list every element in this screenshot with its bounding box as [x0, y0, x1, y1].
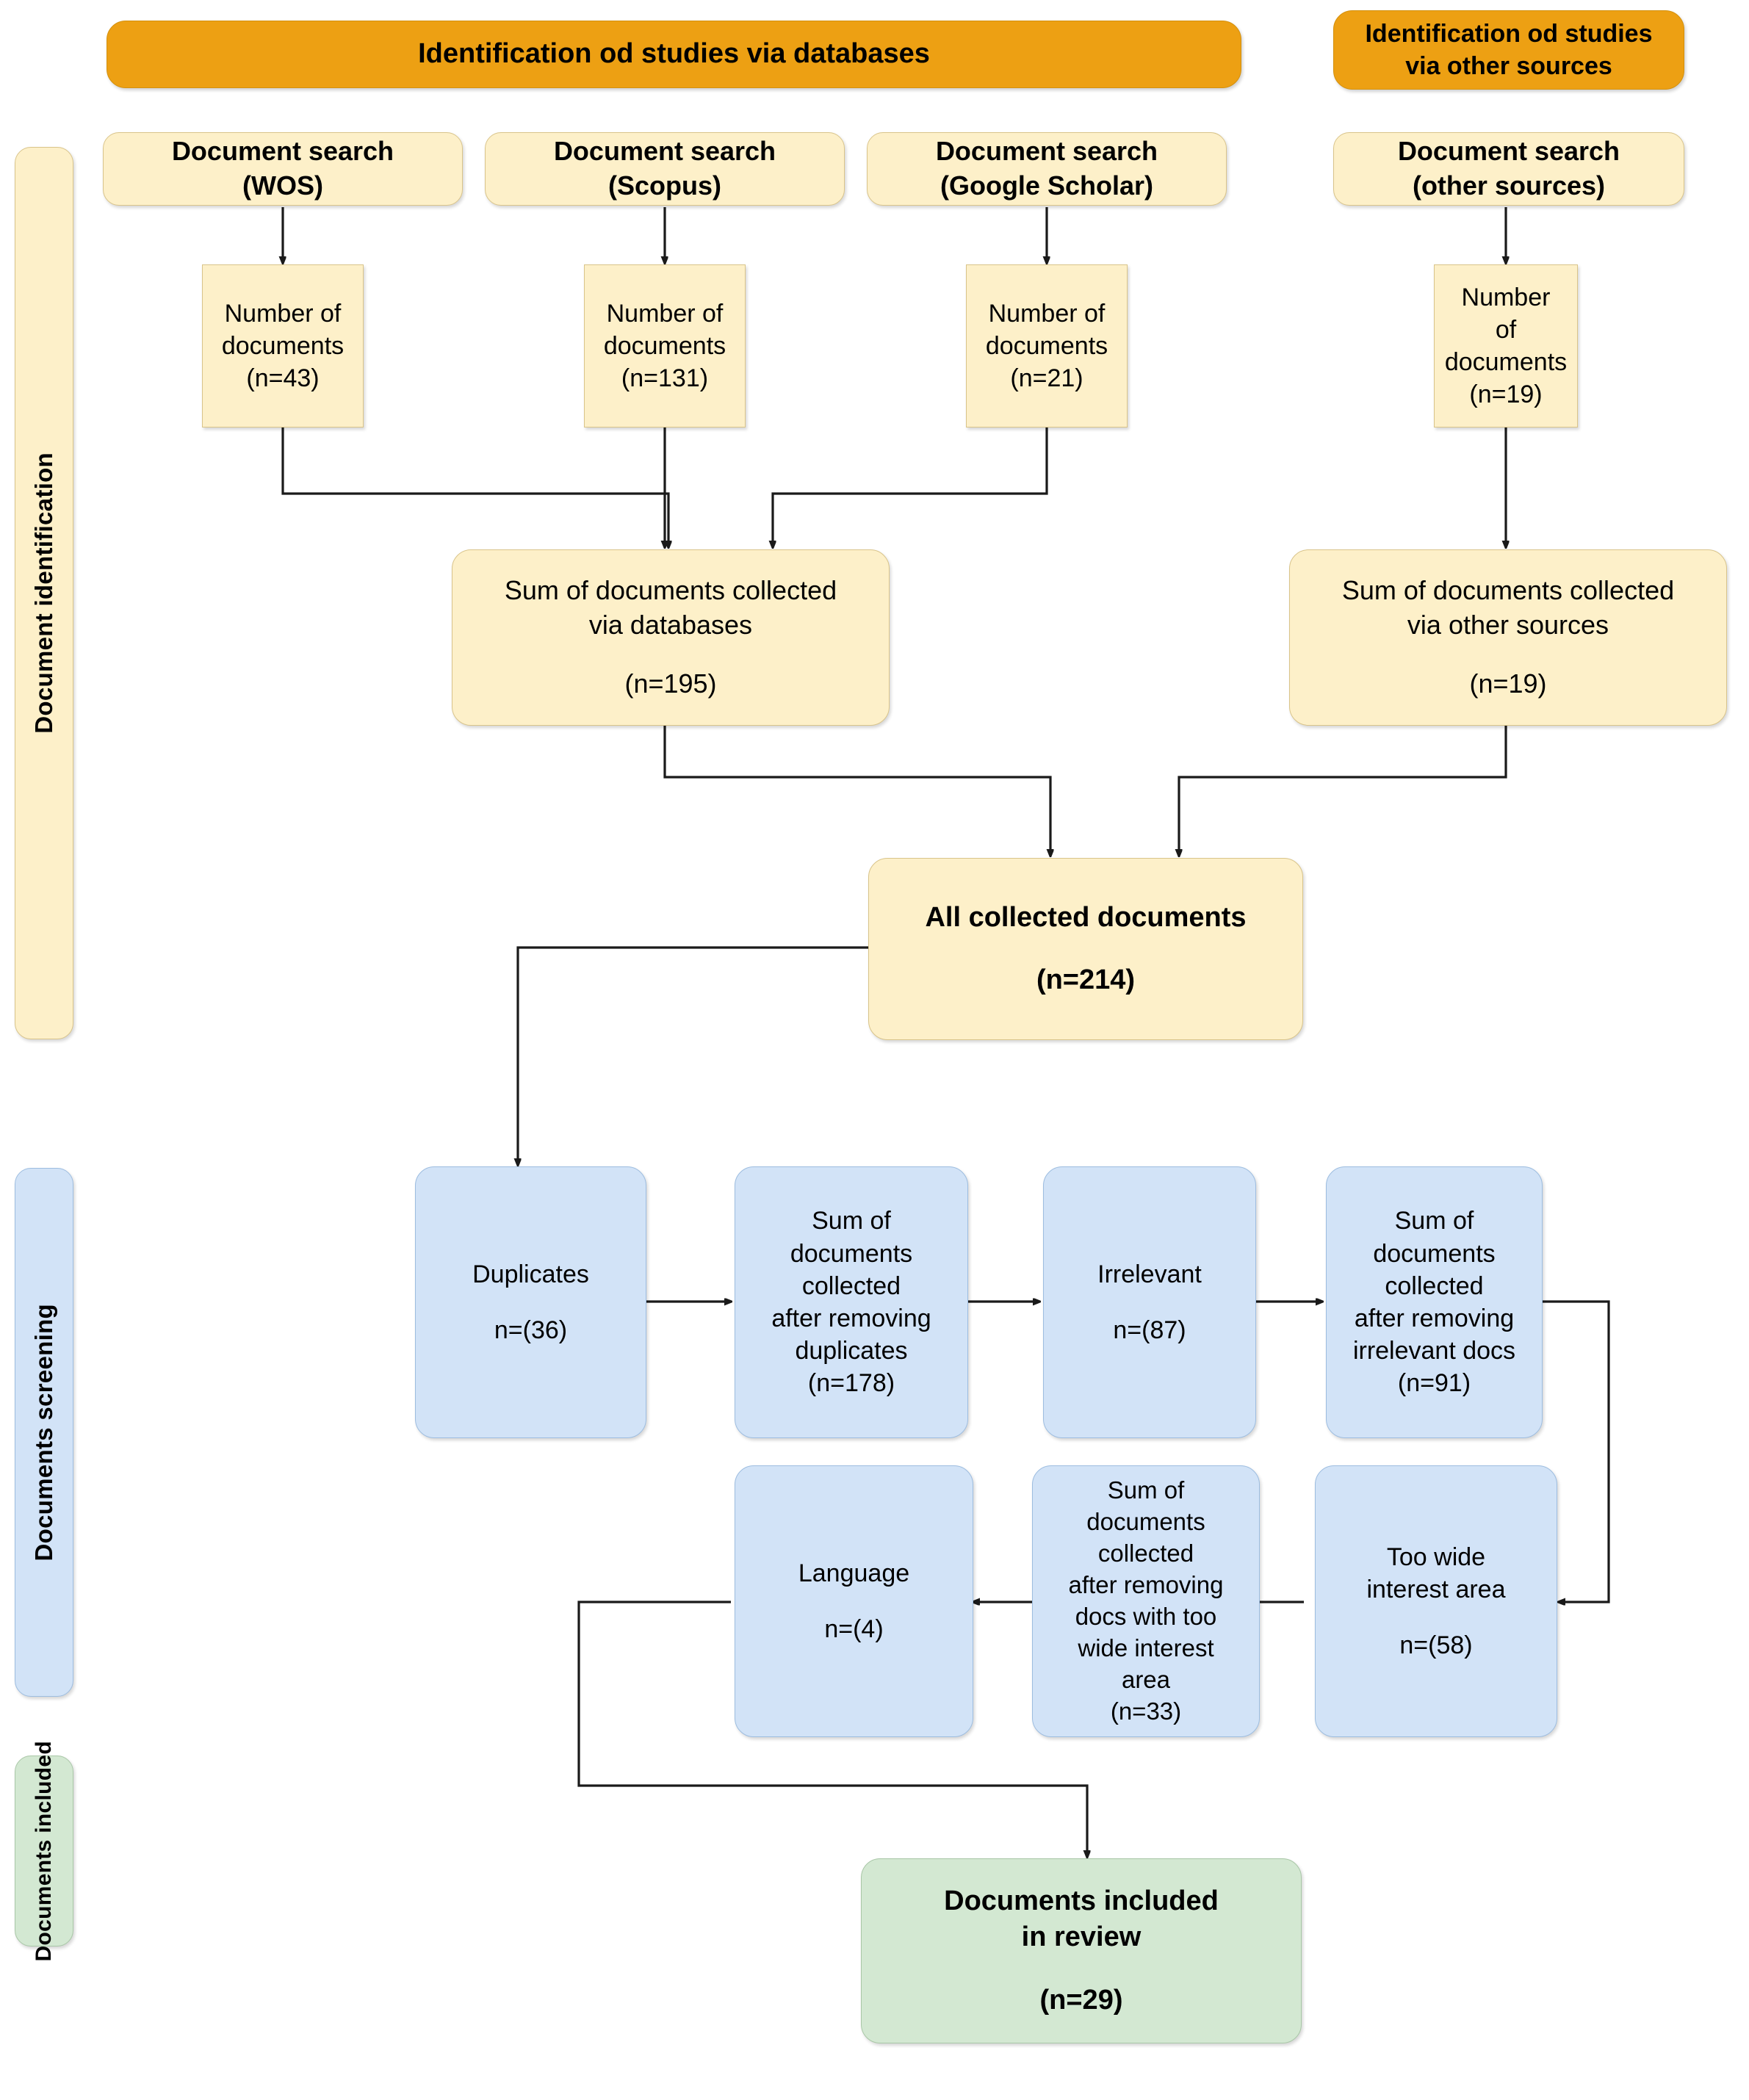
source-box-other-sources: Document search (other sources) [1333, 132, 1684, 206]
count-box-other-sources: Number of documents (n=19) [1434, 264, 1578, 427]
screening-label-duplicates: Duplicates [472, 1260, 589, 1288]
banner-identification-other-sources: Identification od studies via other sour… [1333, 10, 1684, 90]
source-label-google-scholar: Document search (Google Scholar) [935, 136, 1158, 201]
screening-count-after-irrelevant: (n=91) [1397, 1369, 1471, 1398]
screening-box-language: Language n=(4) [735, 1465, 973, 1737]
sum-box-databases: Sum of documents collected via databases… [452, 549, 890, 726]
sum-count-databases: (n=195) [624, 668, 717, 699]
source-box-scopus: Document search (Scopus) [485, 132, 845, 206]
screening-count-after-too-wide: (n=33) [1110, 1697, 1182, 1725]
banner-databases-label: Identification od studies via databases [418, 38, 930, 70]
screening-count-too-wide-interest-area: n=(58) [1399, 1631, 1473, 1660]
stage-label-included: Documents included [15, 1741, 73, 1961]
stage-label-screening-text: Documents screening [30, 1303, 57, 1562]
count-box-scopus: Number of documents (n=131) [584, 264, 746, 427]
all-collected-documents-label: All collected documents [925, 901, 1247, 933]
documents-included-box: Documents included in review (n=29) [861, 1858, 1302, 2043]
source-box-wos: Document search (WOS) [103, 132, 463, 206]
screening-count-language: n=(4) [824, 1615, 884, 1644]
stage-label-identification-text: Document identification [30, 452, 57, 734]
screening-label-after-duplicates: Sum of documents collected after removin… [771, 1207, 931, 1365]
screening-label-language: Language [798, 1559, 910, 1587]
source-label-other-sources: Document search (other sources) [1397, 136, 1620, 201]
screening-label-too-wide-interest-area: Too wide interest area [1366, 1542, 1506, 1603]
screening-count-irrelevant: n=(87) [1113, 1316, 1186, 1345]
arrow-all-to-duplicates [518, 946, 868, 1165]
screening-count-duplicates: n=(36) [494, 1316, 568, 1345]
screening-box-duplicates: Duplicates n=(36) [415, 1166, 646, 1438]
screening-count-after-duplicates: (n=178) [807, 1369, 895, 1398]
count-box-wos: Number of documents (n=43) [202, 264, 364, 427]
banner-identification-databases: Identification od studies via databases [107, 21, 1241, 88]
sum-label-other-sources: Sum of documents collected via other sou… [1341, 574, 1675, 640]
stage-label-identification: Document identification [15, 147, 73, 1039]
count-box-google-scholar: Number of documents (n=21) [966, 264, 1128, 427]
source-label-scopus: Document search (Scopus) [553, 136, 776, 201]
stage-label-included-text: Documents included [32, 1740, 56, 1962]
screening-label-after-irrelevant: Sum of documents collected after removin… [1352, 1207, 1516, 1365]
screening-label-irrelevant: Irrelevant [1097, 1260, 1202, 1288]
arrow-sum-db-to-all [663, 726, 1050, 856]
screening-box-irrelevant: Irrelevant n=(87) [1043, 1166, 1256, 1438]
all-collected-documents-box: All collected documents (n=214) [868, 858, 1303, 1040]
stage-label-screening: Documents screening [15, 1168, 73, 1697]
count-label-google-scholar: Number of documents (n=21) [985, 299, 1108, 393]
sum-box-other-sources: Sum of documents collected via other sou… [1289, 549, 1727, 726]
count-label-wos: Number of documents (n=43) [221, 299, 345, 393]
screening-box-after-duplicates: Sum of documents collected after removin… [735, 1166, 968, 1438]
source-box-google-scholar: Document search (Google Scholar) [867, 132, 1227, 206]
arrow-wos-count-to-sum [281, 427, 668, 547]
sum-label-databases: Sum of documents collected via databases [504, 574, 837, 640]
screening-box-after-irrelevant: Sum of documents collected after removin… [1326, 1166, 1543, 1438]
source-label-wos: Document search (WOS) [171, 136, 394, 201]
screening-label-after-too-wide: Sum of documents collected after removin… [1068, 1476, 1224, 1693]
arrow-sum-other-to-all [1179, 726, 1507, 856]
documents-included-count: (n=29) [1039, 1984, 1123, 2016]
screening-box-after-too-wide: Sum of documents collected after removin… [1032, 1465, 1260, 1737]
count-label-scopus: Number of documents (n=131) [603, 299, 726, 393]
all-collected-documents-count: (n=214) [1036, 964, 1136, 996]
arrow-scholar-count-to-sum [773, 427, 1048, 547]
documents-included-label: Documents included in review [944, 1885, 1219, 1953]
sum-count-other-sources: (n=19) [1469, 668, 1547, 699]
screening-box-too-wide-interest-area: Too wide interest area n=(58) [1315, 1465, 1557, 1737]
count-label-other-sources: Number of documents (n=19) [1444, 283, 1568, 409]
banner-other-sources-label: Identification od studies via other sour… [1365, 19, 1653, 80]
